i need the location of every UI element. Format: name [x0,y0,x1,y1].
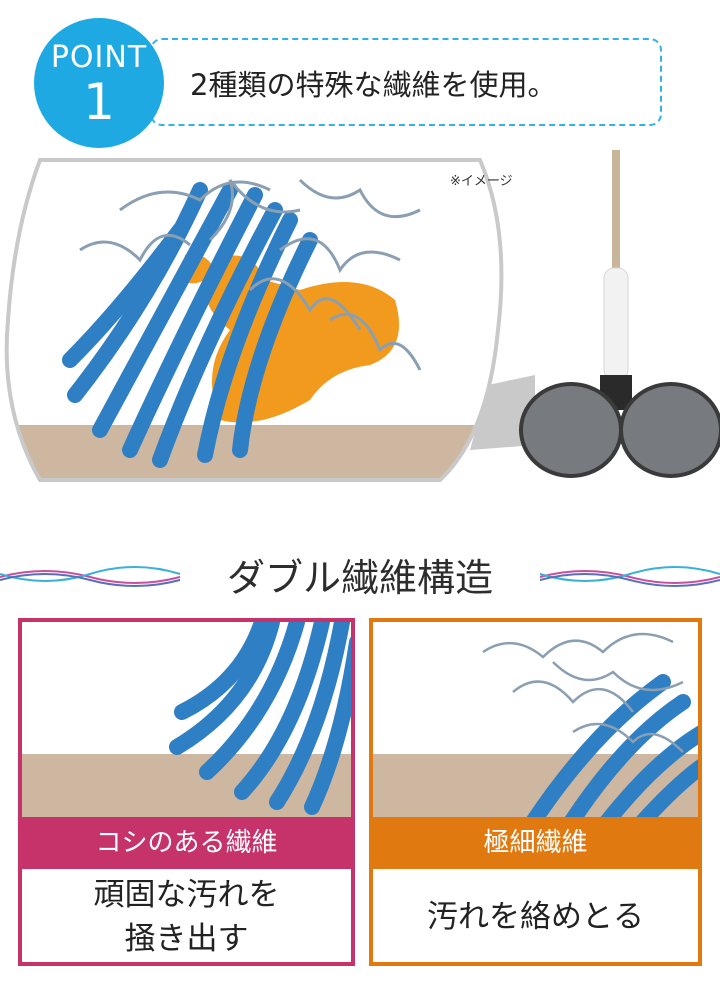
floor-mop-device [519,150,720,478]
microfiber-card: 極細繊維 汚れを絡めとる [369,618,702,966]
point-headline: 2種類の特殊な繊維を使用。 [190,68,557,102]
zoomed-fiber-view [6,160,502,480]
microfiber-description: 汚れを絡めとる [427,898,644,935]
section-title: ダブル繊維構造 [226,556,493,600]
point-badge-number: 1 [83,73,115,131]
stiff-fiber-illustration [22,622,351,817]
stiff-fiber-card: コシのある繊維 頑固な汚れを 掻き出す [18,618,355,966]
image-note: ※イメージ [450,174,513,189]
microfiber-label: 極細繊維 [373,817,698,869]
section-title-background [180,545,540,603]
stiff-fiber-label: コシのある繊維 [22,817,351,869]
fiber-illustration [4,150,720,482]
microfiber-illustration [373,622,698,817]
point-badge-label: POINT [50,40,148,75]
point-badge: POINT 1 [34,18,164,148]
stiff-fiber-description: 頑固な汚れを 掻き出す [93,876,280,957]
